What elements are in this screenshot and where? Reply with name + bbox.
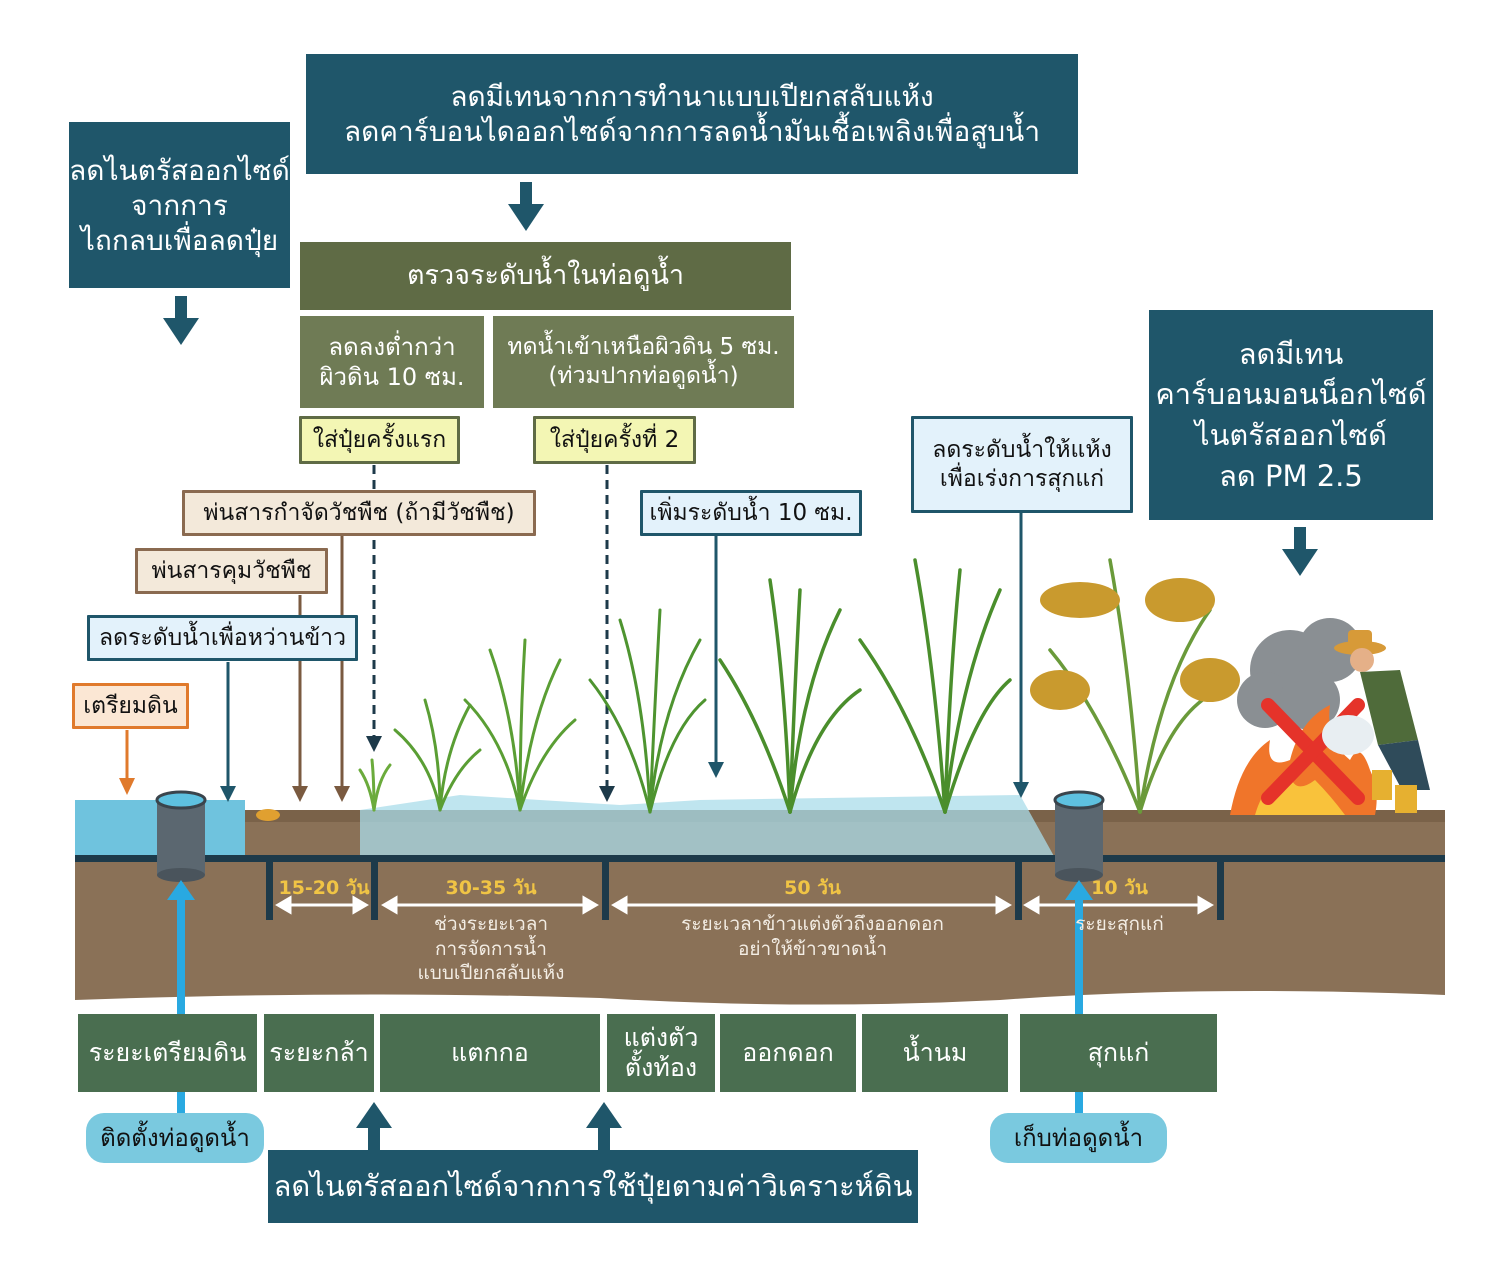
pipe-right bbox=[1053, 790, 1105, 882]
duration-note-2: ช่วงระยะเวลา การจัดการน้ำ แบบเปียกสลับแห… bbox=[417, 913, 565, 985]
down-arrow-left bbox=[163, 296, 199, 345]
stage-milk: น้ำนม bbox=[862, 1014, 1008, 1092]
right-info-line-4: ลด PM 2.5 bbox=[1219, 458, 1363, 493]
stage-flowering: ออกดอก bbox=[720, 1014, 856, 1092]
bottom-info-box: ลดไนตรัสออกไซด์จากการใช้ปุ๋ยตามค่าวิเครา… bbox=[268, 1150, 918, 1223]
tag-lower-water-sowing: ลดระดับน้ำเพื่อหว่านข้าว bbox=[87, 615, 358, 661]
stage-ripening: สุกแก่ bbox=[1020, 1014, 1217, 1092]
lower-water-box: ลดลงต่ำกว่า ผิวดิน 10 ซม. bbox=[300, 316, 484, 408]
plant-flowering bbox=[858, 558, 1012, 814]
duration-1: 15-20 วัน bbox=[278, 877, 370, 899]
tag-prepare-soil: เตรียมดิน bbox=[72, 683, 189, 729]
right-info-box: ลดมีเทน คาร์บอนมอนน็อกไซด์ ไนตรัสออกไซด์… bbox=[1149, 310, 1433, 520]
right-info-line-1: ลดมีเทน bbox=[1238, 336, 1344, 371]
flood-water-box: ทดน้ำเข้าเหนือผิวดิน 5 ซม. (ท่วมปากท่อดู… bbox=[493, 316, 794, 408]
duration-note-4: ระยะสุกแก่ bbox=[1075, 913, 1164, 935]
plant-seedling bbox=[358, 758, 392, 812]
plant-mature bbox=[1048, 558, 1222, 814]
plant-young-1 bbox=[393, 698, 482, 812]
plant-booting bbox=[718, 578, 862, 814]
duration-arrows bbox=[275, 895, 1214, 915]
top-info-line-2: ลดคาร์บอนไดออกไซด์จากการลดน้ำมันเชื้อเพล… bbox=[343, 115, 1041, 148]
lower-water-line-1: ลดลงต่ำกว่า bbox=[328, 333, 456, 361]
flood-water-line-2: (ท่วมปากท่อดูดน้ำ) bbox=[548, 363, 739, 389]
up-arrow-bottom-2 bbox=[586, 1102, 622, 1150]
blue-arrow-right bbox=[1065, 880, 1093, 1120]
tag-spray-pre-emergent: พ่นสารคุมวัชพืช bbox=[135, 548, 328, 594]
right-info-line-2: คาร์บอนมอนน็อกไซด์ bbox=[1155, 377, 1427, 412]
rice-grains bbox=[1030, 578, 1240, 710]
tag-fertilizer-first: ใส่ปุ๋ยครั้งแรก bbox=[299, 416, 460, 464]
farmer-figure bbox=[1322, 630, 1430, 813]
rice-seed bbox=[256, 809, 280, 821]
tag-spray-herbicide: พ่นสารกำจัดวัชพืช (ถ้ามีวัชพืช) bbox=[182, 490, 536, 536]
pill-collect-pipe: เก็บท่อดูดน้ำ bbox=[990, 1113, 1167, 1163]
tag-dry-line-1: ลดระดับน้ำให้แห้ง bbox=[932, 436, 1112, 463]
right-info-line-3: ไนตรัสออกไซด์ bbox=[1194, 418, 1387, 452]
stage-seedling: ระยะกล้า bbox=[264, 1014, 374, 1092]
left-info-line-1: ลดไนตรัสออกไซด์ bbox=[69, 153, 290, 187]
pipe-left bbox=[155, 790, 207, 882]
top-info-box: ลดมีเทนจากการทำนาแบบเปียกสลับแห้ง ลดคาร์… bbox=[306, 54, 1078, 174]
duration-note-3: ระยะเวลาข้าวแต่งตัวถึงออกดอก อย่าให้ข้าว… bbox=[681, 913, 944, 960]
ground-line bbox=[75, 855, 1445, 862]
stage-booting: แต่งตัว ตั้งท้อง bbox=[607, 1014, 715, 1092]
flood-water bbox=[360, 795, 1055, 858]
duration-2: 30-35 วัน bbox=[445, 877, 537, 899]
plant-tillering bbox=[588, 608, 707, 814]
check-water-box: ตรวจระดับน้ำในท่อดูน้ำ bbox=[300, 242, 791, 310]
up-arrow-bottom-1 bbox=[356, 1102, 392, 1150]
rice-plants bbox=[358, 558, 1222, 814]
stage-soil-prep: ระยะเตรียมดิน bbox=[78, 1014, 257, 1092]
tag-fertilizer-second: ใส่ปุ๋ยครั้งที่ 2 bbox=[533, 416, 696, 464]
plant-young-2 bbox=[463, 638, 577, 812]
duration-4: 10 วัน bbox=[1091, 877, 1148, 899]
lower-water-line-2: ผิวดิน 10 ซม. bbox=[319, 363, 465, 391]
left-info-line-3: ไถกลบเพื่อลดปุ๋ย bbox=[80, 223, 279, 257]
duration-ticks bbox=[266, 858, 1224, 920]
duration-3: 50 วัน bbox=[784, 877, 841, 899]
down-arrow-right bbox=[1282, 527, 1318, 576]
stage-tillering: แตกกอ bbox=[380, 1014, 600, 1092]
left-info-box: ลดไนตรัสออกไซด์ จากการ ไถกลบเพื่อลดปุ๋ย bbox=[69, 122, 290, 288]
top-info-line-1: ลดมีเทนจากการทำนาแบบเปียกสลับแห้ง bbox=[450, 80, 934, 113]
tag-dry-line-2: เพื่อเร่งการสุกแก่ bbox=[939, 465, 1105, 492]
blue-arrow-left bbox=[167, 880, 195, 1120]
pill-install-pipe: ติดตั้งท่อดูดน้ำ bbox=[86, 1113, 264, 1163]
left-info-line-2: จากการ bbox=[131, 188, 228, 222]
tag-raise-water: เพิ่มระดับน้ำ 10 ซม. bbox=[640, 490, 862, 536]
flood-water-line-1: ทดน้ำเข้าเหนือผิวดิน 5 ซม. bbox=[507, 334, 780, 361]
tag-dry-ripening: ลดระดับน้ำให้แห้ง เพื่อเร่งการสุกแก่ bbox=[911, 416, 1133, 513]
down-arrow-top bbox=[508, 182, 544, 231]
